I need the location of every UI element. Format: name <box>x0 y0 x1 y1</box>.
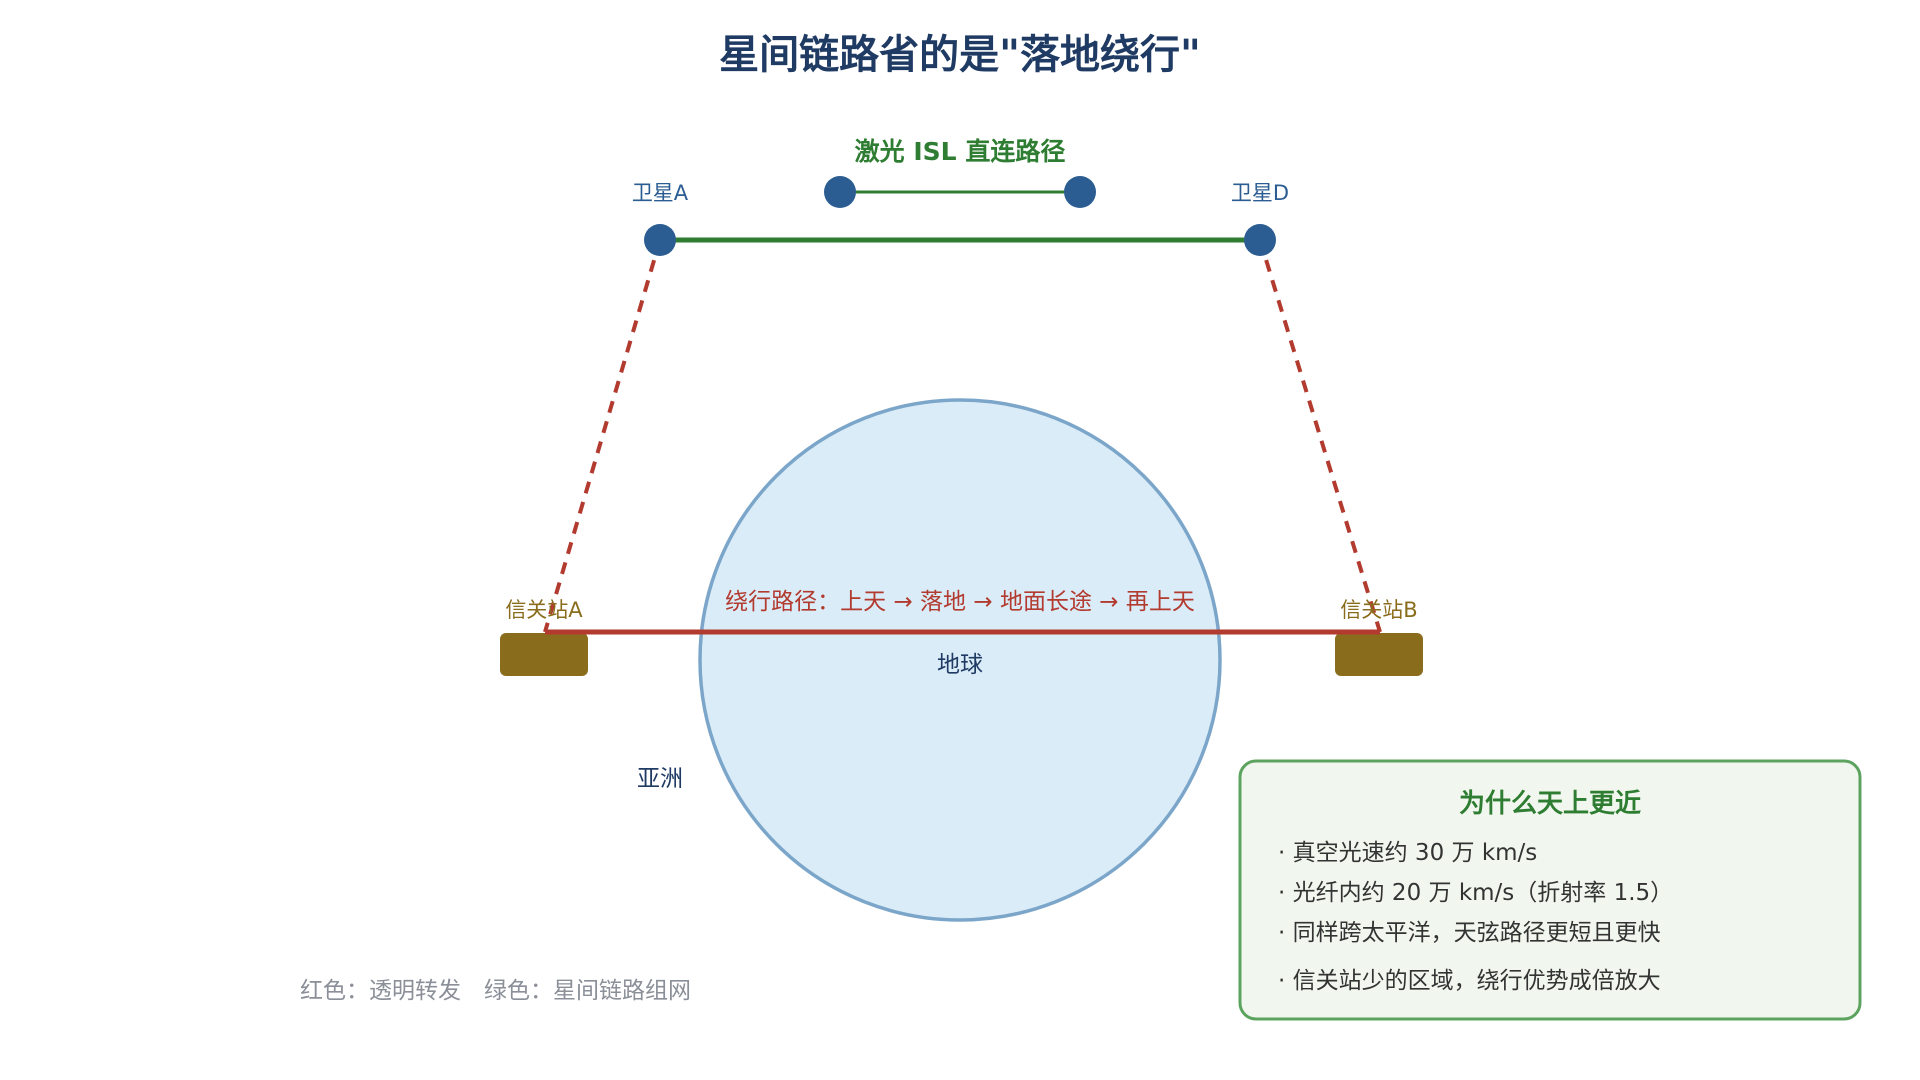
earth-circle <box>698 398 1222 922</box>
isl-node-left <box>824 176 856 208</box>
gateway-b-label: 信关站B <box>1340 598 1417 622</box>
info-box-item: · 同样跨太平洋，天弦路径更短且更快 <box>1278 920 1661 946</box>
legend-text: 红色：透明转发 绿色：星间链路组网 <box>300 978 691 1004</box>
satellite-a <box>644 224 676 256</box>
info-box <box>1238 759 1862 1021</box>
gateway-b <box>1335 633 1423 676</box>
info-box-item: · 真空光速约 30 万 km/s <box>1278 840 1537 866</box>
gateway-a-label: 信关站A <box>505 598 583 622</box>
gateway-a <box>500 633 588 676</box>
isl-label: 激光 ISL 直连路径 <box>855 137 1066 166</box>
satellite-d <box>1244 224 1276 256</box>
info-box-title: 为什么天上更近 <box>1459 789 1641 819</box>
detour-path-label: 绕行路径：上天 → 落地 → 地面长途 → 再上天 <box>725 589 1195 615</box>
satellite-d-label: 卫星D <box>1231 181 1289 205</box>
downlink-a-path <box>543 239 662 633</box>
downlink-d-path <box>1258 239 1382 633</box>
satellite-a-label: 卫星A <box>632 181 689 205</box>
isl-node-right <box>1064 176 1096 208</box>
info-box-item: · 光纤内约 20 万 km/s（折射率 1.5） <box>1278 880 1673 906</box>
asia-label: 亚洲 <box>637 766 683 792</box>
info-box-item: · 信关站少的区域，绕行优势成倍放大 <box>1278 968 1661 994</box>
earth-label: 地球 <box>937 652 983 678</box>
page-title: 星间链路省的是"落地绕行" <box>719 32 1201 78</box>
